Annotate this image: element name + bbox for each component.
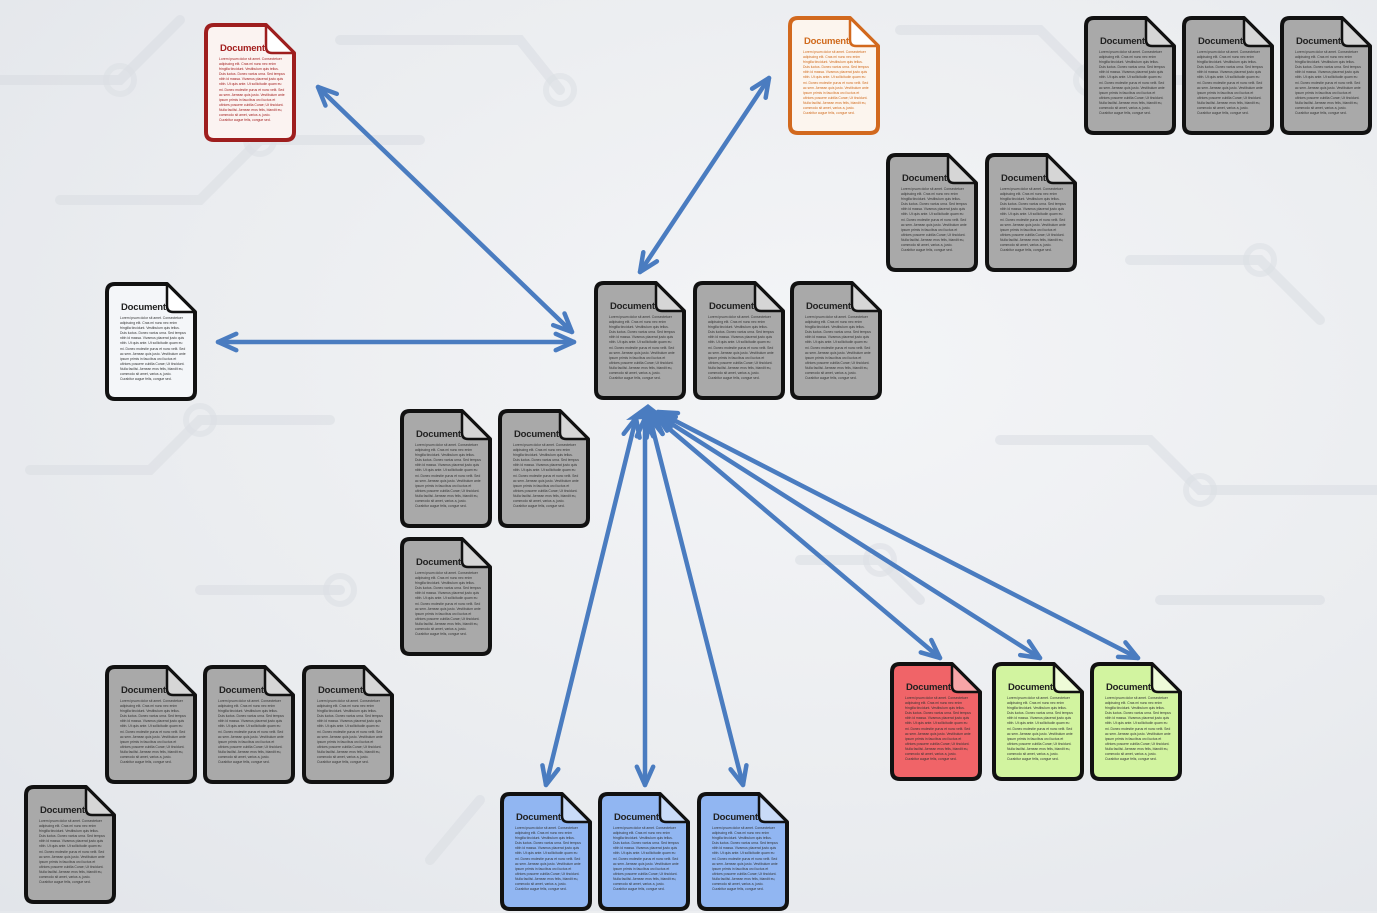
document-title: Document (1008, 682, 1053, 693)
document-title: Document (318, 685, 363, 696)
document-shape (594, 281, 686, 400)
document-shape (400, 409, 492, 528)
document-body-text: Lorem ipsum dolor sit amet. Consectetuer… (415, 571, 481, 637)
document-title: Document (121, 685, 166, 696)
document-body-text: Lorem ipsum dolor sit amet. Consectetuer… (901, 187, 967, 253)
document-title: Document (713, 812, 758, 823)
document-title: Document (1001, 173, 1046, 184)
document-title: Document (1106, 682, 1151, 693)
document-body-text: Lorem ipsum dolor sit amet. Consectetuer… (1295, 50, 1361, 116)
document-title: Document (416, 429, 461, 440)
document-body-text: Lorem ipsum dolor sit amet. Consectetuer… (515, 826, 581, 892)
document-title: Document (804, 36, 849, 47)
document-shape (788, 16, 880, 135)
document-title: Document (614, 812, 659, 823)
document-shape (203, 665, 295, 784)
document-body-text: Lorem ipsum dolor sit amet. Consectetuer… (1105, 696, 1171, 762)
document-body-text: Lorem ipsum dolor sit amet. Consectetuer… (613, 826, 679, 892)
document-body-text: Lorem ipsum dolor sit amet. Consectetuer… (708, 315, 774, 381)
document-title: Document (516, 812, 561, 823)
document-body-text: Lorem ipsum dolor sit amet. Consectetuer… (317, 699, 383, 765)
document-body-text: Lorem ipsum dolor sit amet. Consectetuer… (803, 50, 869, 116)
document-title: Document (121, 302, 166, 313)
document-shape (204, 23, 296, 142)
document-shape (105, 282, 197, 401)
document-shape (697, 792, 789, 911)
document-shape (24, 785, 116, 904)
document-shape (1182, 16, 1274, 135)
document-shape (992, 662, 1084, 781)
document-title: Document (906, 682, 951, 693)
document-title: Document (1296, 36, 1341, 47)
document-body-text: Lorem ipsum dolor sit amet. Consectetuer… (712, 826, 778, 892)
document-body-text: Lorem ipsum dolor sit amet. Consectetuer… (120, 316, 186, 382)
document-title: Document (902, 173, 947, 184)
document-body-text: Lorem ipsum dolor sit amet. Consectetuer… (805, 315, 871, 381)
document-shape (598, 792, 690, 911)
document-shape (302, 665, 394, 784)
document-shape (985, 153, 1077, 272)
document-shape (1090, 662, 1182, 781)
document-body-text: Lorem ipsum dolor sit amet. Consectetuer… (219, 57, 285, 123)
document-shape (790, 281, 882, 400)
document-shape (1084, 16, 1176, 135)
document-title: Document (220, 43, 265, 54)
document-title: Document (610, 301, 655, 312)
document-title: Document (219, 685, 264, 696)
document-shape (1280, 16, 1372, 135)
document-shape (400, 537, 492, 656)
document-body-text: Lorem ipsum dolor sit amet. Consectetuer… (1099, 50, 1165, 116)
document-shape (890, 662, 982, 781)
document-body-text: Lorem ipsum dolor sit amet. Consectetuer… (120, 699, 186, 765)
document-title: Document (416, 557, 461, 568)
document-shape (693, 281, 785, 400)
document-shape (886, 153, 978, 272)
document-title: Document (709, 301, 754, 312)
document-shape (500, 792, 592, 911)
document-body-text: Lorem ipsum dolor sit amet. Consectetuer… (39, 819, 105, 885)
document-title: Document (514, 429, 559, 440)
document-body-text: Lorem ipsum dolor sit amet. Consectetuer… (1197, 50, 1263, 116)
document-body-text: Lorem ipsum dolor sit amet. Consectetuer… (1007, 696, 1073, 762)
document-body-text: Lorem ipsum dolor sit amet. Consectetuer… (1000, 187, 1066, 253)
document-body-text: Lorem ipsum dolor sit amet. Consectetuer… (218, 699, 284, 765)
document-title: Document (1100, 36, 1145, 47)
document-body-text: Lorem ipsum dolor sit amet. Consectetuer… (905, 696, 971, 762)
document-body-text: Lorem ipsum dolor sit amet. Consectetuer… (415, 443, 481, 509)
document-title: Document (40, 805, 85, 816)
document-body-text: Lorem ipsum dolor sit amet. Consectetuer… (609, 315, 675, 381)
document-title: Document (1198, 36, 1243, 47)
document-shape (105, 665, 197, 784)
document-body-text: Lorem ipsum dolor sit amet. Consectetuer… (513, 443, 579, 509)
document-title: Document (806, 301, 851, 312)
